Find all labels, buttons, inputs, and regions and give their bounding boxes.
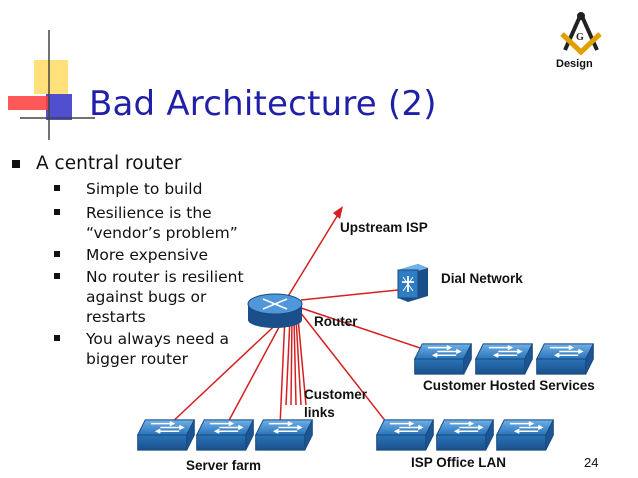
sub-bullet-text: Resilience is the — [86, 204, 212, 222]
page-number: 24 — [584, 455, 599, 470]
sub-bullet-text: against bugs or — [86, 288, 207, 306]
customer-hosted-switch-1 — [413, 343, 473, 375]
router-icon — [247, 293, 303, 328]
sub-bullet-5: You always need a bigger router — [54, 329, 229, 369]
sub-bullet-text: More expensive — [86, 246, 209, 264]
page-title: Bad Architecture (2) — [89, 84, 437, 124]
sub-bullet-3: More expensive — [54, 245, 209, 265]
upstream-isp-label: Upstream ISP — [340, 220, 428, 235]
compass-square-icon: G — [560, 12, 602, 56]
sub-bullet-2: Resilience is the “vendor’s problem” — [54, 203, 238, 243]
bullet-main: A central router — [12, 153, 182, 174]
bullet-main-text: A central router — [36, 153, 182, 174]
corner-decoration — [8, 30, 95, 140]
design-badge: G Design — [556, 8, 606, 74]
router-label: Router — [314, 314, 358, 329]
sub-bullet-1: Simple to build — [54, 179, 203, 199]
upstream-arrow-icon — [333, 206, 343, 219]
sub-bullet-text: No router is resilient — [86, 268, 244, 286]
customer-links-label: Customer links — [304, 386, 367, 422]
server-farm-label: Server farm — [186, 458, 262, 473]
isp-office-switch-2 — [435, 419, 495, 451]
customer-links-line: Customer — [304, 387, 368, 402]
sub-bullet-4: No router is resilient against bugs or r… — [54, 267, 244, 327]
sub-bullet-text: “vendor’s problem” — [86, 224, 238, 242]
router-links — [167, 212, 433, 433]
sub-bullet-text: restarts — [86, 308, 146, 326]
customer-hosted-services-label: Customer Hosted Services — [423, 378, 595, 393]
dial-network-label: Dial Network — [441, 271, 523, 286]
server-farm-switch-3 — [254, 419, 314, 451]
isp-office-lan-label: ISP Office LAN — [411, 455, 507, 470]
svg-text:G: G — [576, 32, 584, 43]
design-label: Design — [556, 58, 593, 70]
isp-office-switch-3 — [495, 419, 555, 451]
customer-hosted-switch-2 — [474, 343, 534, 375]
sub-bullet-text: You always need a — [86, 330, 229, 348]
sub-bullet-text: Simple to build — [86, 180, 203, 198]
customer-hosted-switch-3 — [535, 343, 595, 375]
isp-office-switch-1 — [375, 419, 435, 451]
dial-network-icon — [397, 264, 428, 302]
customer-links-line: links — [304, 405, 335, 420]
sub-bullet-text: bigger router — [86, 350, 188, 368]
server-farm-switch-1 — [136, 419, 196, 451]
server-farm-switch-2 — [195, 419, 255, 451]
